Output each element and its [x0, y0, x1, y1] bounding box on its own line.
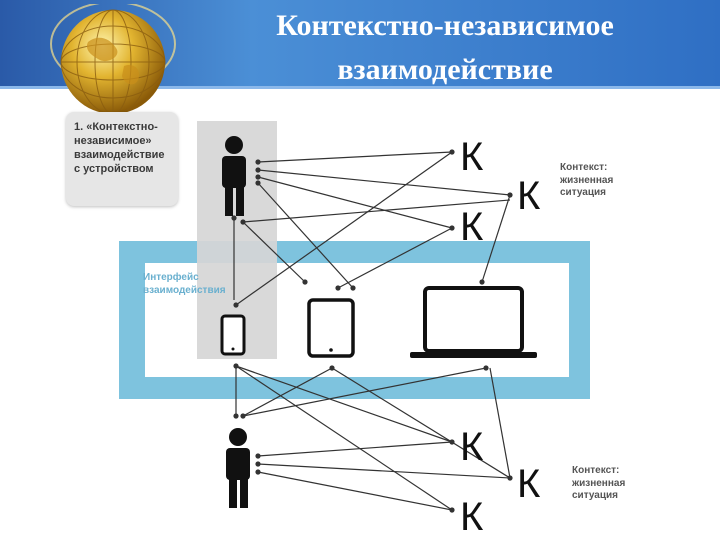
context-k-bottom-3: К [460, 495, 484, 539]
context-label-top: Контекст: жизненная ситуация [560, 162, 613, 200]
callout-line: взаимодействие [74, 149, 165, 161]
callout-line: с устройством [74, 163, 154, 175]
page-title: Контекстно-независимое взаимодействие [195, 4, 695, 92]
context-label-bottom: Контекст: жизненная ситуация [572, 465, 625, 503]
context-k-top-2: К [517, 174, 541, 218]
header-divider [0, 86, 720, 89]
context-line: Контекст: [560, 162, 608, 173]
connection-lines [233, 151, 511, 511]
interface-line: взаимодействия [143, 285, 226, 296]
context-k-top-3: К [460, 205, 484, 249]
interface-line: Интерфейс [143, 272, 199, 283]
context-line: жизненная [572, 477, 626, 489]
person-top-icon [222, 136, 246, 216]
callout-line: независимое» [74, 135, 152, 147]
context-line: ситуация [572, 490, 618, 501]
title-line-2: взаимодействие [337, 53, 553, 86]
callout-bubble [66, 112, 178, 206]
context-k-bottom-2: К [517, 462, 541, 506]
tablet-icon [307, 298, 355, 358]
smartphone-icon [220, 314, 246, 356]
title-line-1: Контекстно-независимое [276, 9, 614, 42]
context-k-top-1: К [460, 135, 484, 179]
context-line: ситуация [560, 187, 606, 198]
context-k-bottom-1: К [460, 425, 484, 469]
context-line: жизненная [560, 174, 614, 186]
laptop-icon [410, 286, 537, 358]
interface-label: Интерфейс взаимодействия [143, 271, 226, 297]
connection-dots [231, 149, 513, 513]
context-line: Контекст: [572, 465, 620, 476]
callout-line: 1. «Контекстно- [74, 121, 158, 133]
person-bottom-icon [226, 428, 250, 508]
globe-logo-icon [50, 4, 176, 114]
callout-label: 1. «Контекстно- независимое» взаимодейст… [74, 120, 182, 176]
